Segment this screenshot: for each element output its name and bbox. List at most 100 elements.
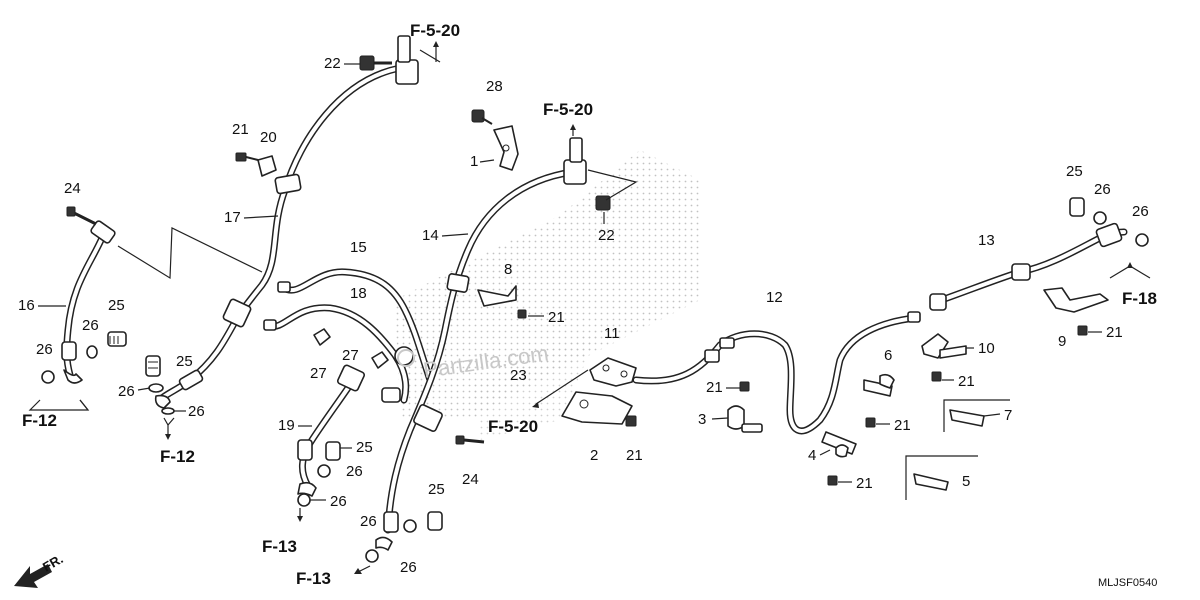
bolt-21g[interactable] — [931, 371, 942, 382]
clamp-10[interactable] — [921, 333, 967, 359]
bolt-21e[interactable] — [827, 475, 838, 486]
callout-21h: 21 — [1106, 324, 1123, 341]
clamp-8[interactable] — [477, 285, 517, 307]
callout-20: 20 — [260, 129, 277, 146]
callout-28: 28 — [486, 78, 503, 95]
washer-26j[interactable] — [1135, 233, 1149, 247]
bolt-21d[interactable] — [739, 381, 750, 392]
brake-hose-14[interactable] — [375, 137, 587, 551]
callout-26h: 26 — [400, 559, 417, 576]
callout-26c: 26 — [188, 403, 205, 420]
washer-26i[interactable] — [1093, 211, 1107, 225]
callout-1: 1 — [470, 153, 478, 170]
callout-18: 18 — [350, 285, 367, 302]
callout-6: 6 — [884, 347, 892, 364]
callout-11: 11 — [604, 325, 620, 342]
ref-f-18[interactable]: F-18 — [1122, 289, 1157, 308]
bolt-21b[interactable] — [517, 309, 527, 319]
ref-f-13-b[interactable]: F-13 — [296, 569, 331, 588]
callout-14: 14 — [422, 227, 439, 244]
callout-21b: 21 — [548, 309, 565, 326]
ref-f-5-20-mid[interactable]: F-5-20 — [543, 100, 593, 119]
washer-26h[interactable] — [365, 549, 379, 563]
callout-21e: 21 — [856, 475, 873, 492]
bolt-25e[interactable] — [1069, 197, 1085, 217]
bolt-22a[interactable] — [359, 55, 392, 71]
diagram-code: MLJSF0540 — [1098, 577, 1157, 589]
brake-hose-16[interactable] — [61, 220, 116, 384]
washer-26d[interactable] — [148, 383, 164, 393]
clip-27b[interactable] — [371, 351, 389, 369]
callout-26j: 26 — [1132, 203, 1149, 220]
callout-26f: 26 — [330, 493, 347, 510]
callout-4: 4 — [808, 447, 816, 464]
clamp-9[interactable] — [1043, 287, 1109, 313]
callout-22b: 22 — [598, 227, 615, 244]
callout-25b: 25 — [176, 353, 193, 370]
clamp-6[interactable] — [863, 373, 895, 397]
callout-24b: 24 — [462, 471, 479, 488]
bolt-22b[interactable] — [595, 195, 611, 211]
brake-pipe-12[interactable] — [632, 311, 921, 435]
callout-15: 15 — [350, 239, 367, 256]
callout-26d: 26 — [118, 383, 135, 400]
callout-26e: 26 — [346, 463, 363, 480]
bolt-21a[interactable] — [235, 152, 259, 162]
clamp-3[interactable] — [727, 405, 763, 433]
clamp-5[interactable] — [905, 455, 978, 500]
bolt-24a[interactable] — [66, 206, 97, 226]
brake-hose-19[interactable] — [297, 364, 366, 497]
callout-26b: 26 — [36, 341, 53, 358]
washer-26g[interactable] — [403, 519, 417, 533]
callout-10: 10 — [978, 340, 995, 357]
washer-26f[interactable] — [297, 493, 311, 507]
ref-f-5-20-lower[interactable]: F-5-20 — [488, 417, 538, 436]
callout-9: 9 — [1058, 333, 1066, 350]
callout-25a: 25 — [108, 297, 125, 314]
shading-panel — [395, 150, 700, 420]
callout-5: 5 — [962, 473, 970, 490]
callout-12: 12 — [766, 289, 783, 306]
ref-f-12-left[interactable]: F-12 — [22, 411, 57, 430]
bracket-11[interactable] — [589, 357, 637, 387]
bolt-21h[interactable] — [1077, 325, 1088, 336]
washer-26b[interactable] — [41, 370, 55, 384]
clamp-4[interactable] — [821, 431, 857, 458]
ref-f-12-lower[interactable]: F-12 — [160, 447, 195, 466]
callout-19: 19 — [278, 417, 295, 434]
callout-21a: 21 — [232, 121, 249, 138]
callout-27b: 27 — [310, 365, 327, 382]
brake-hose-13[interactable] — [929, 222, 1128, 311]
bolt-25b[interactable] — [145, 355, 161, 377]
joint-23[interactable] — [381, 346, 414, 403]
callout-25d: 25 — [428, 481, 445, 498]
clamp-20[interactable] — [257, 155, 277, 177]
bolt-25a[interactable] — [107, 331, 127, 347]
callout-21g: 21 — [958, 373, 975, 390]
callout-26a: 26 — [82, 317, 99, 334]
brake-pipe-18[interactable] — [263, 304, 410, 404]
ref-f-13-a[interactable]: F-13 — [262, 537, 297, 556]
callout-26g: 26 — [360, 513, 377, 530]
brake-hose-17[interactable] — [154, 35, 419, 409]
ref-f-5-20-top[interactable]: F-5-20 — [410, 21, 460, 40]
clip-27a[interactable] — [313, 328, 331, 346]
clamp-7[interactable] — [943, 399, 1010, 432]
bracket-2[interactable] — [561, 391, 633, 425]
bolt-28[interactable] — [471, 109, 493, 125]
brake-pipe-15[interactable] — [277, 268, 434, 384]
bolt-25c[interactable] — [325, 441, 341, 461]
bolt-21f[interactable] — [865, 417, 876, 428]
callout-25e: 25 — [1066, 163, 1083, 180]
washer-26c[interactable] — [161, 407, 175, 415]
bolt-21c[interactable] — [625, 415, 637, 427]
callout-22a: 22 — [324, 55, 341, 72]
bolt-25d[interactable] — [427, 511, 443, 531]
washer-26e[interactable] — [317, 464, 331, 478]
callout-25c: 25 — [356, 439, 373, 456]
bolt-24b[interactable] — [455, 435, 485, 445]
front-arrow-icon — [14, 564, 52, 588]
washer-26a[interactable] — [86, 345, 98, 359]
bracket-1[interactable] — [493, 125, 519, 171]
